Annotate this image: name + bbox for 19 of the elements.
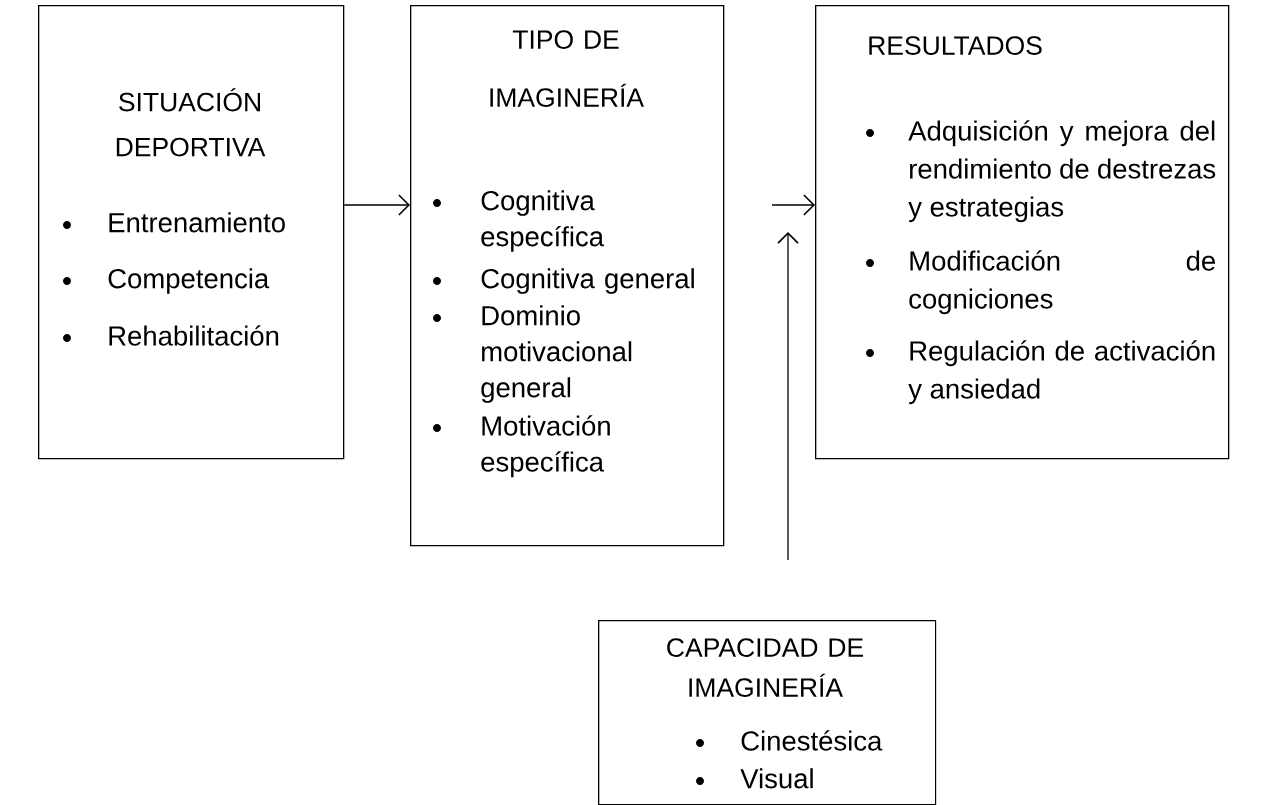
arrow — [771, 194, 815, 216]
arrow — [343, 194, 410, 216]
bullet-item: Cognitiva general — [433, 268, 694, 294]
bullet-item: Visual — [696, 768, 813, 789]
bullet-item: Regulación de activación y ansiedad — [866, 340, 1215, 405]
box-heading: RESULTADOS — [869, 36, 1042, 55]
box-heading: CAPACIDAD DE IMAGINERÍA — [667, 638, 863, 697]
arrow — [777, 232, 799, 561]
bullet-item: Competencia — [63, 268, 270, 294]
box-heading: SITUACIÓN DEPORTIVA — [116, 88, 266, 157]
bullet-item: Dominio motivacional general — [433, 305, 632, 403]
bullet-item: Modificación de cogniciones — [866, 250, 1215, 315]
bullet-item: Cinestésica — [696, 730, 883, 751]
bullet-item: Adquisición y mejora del rendimiento de destrezas y estrategias — [866, 120, 1216, 223]
bullet-item: Cognitiva específica — [433, 190, 604, 252]
bullet-item: Entrenamiento — [63, 212, 285, 233]
bullet-item: Rehabilitación — [63, 325, 279, 346]
bullet-item: Motivación específica — [433, 415, 610, 478]
box-heading: TIPO DE IMAGINERÍA — [490, 30, 644, 107]
